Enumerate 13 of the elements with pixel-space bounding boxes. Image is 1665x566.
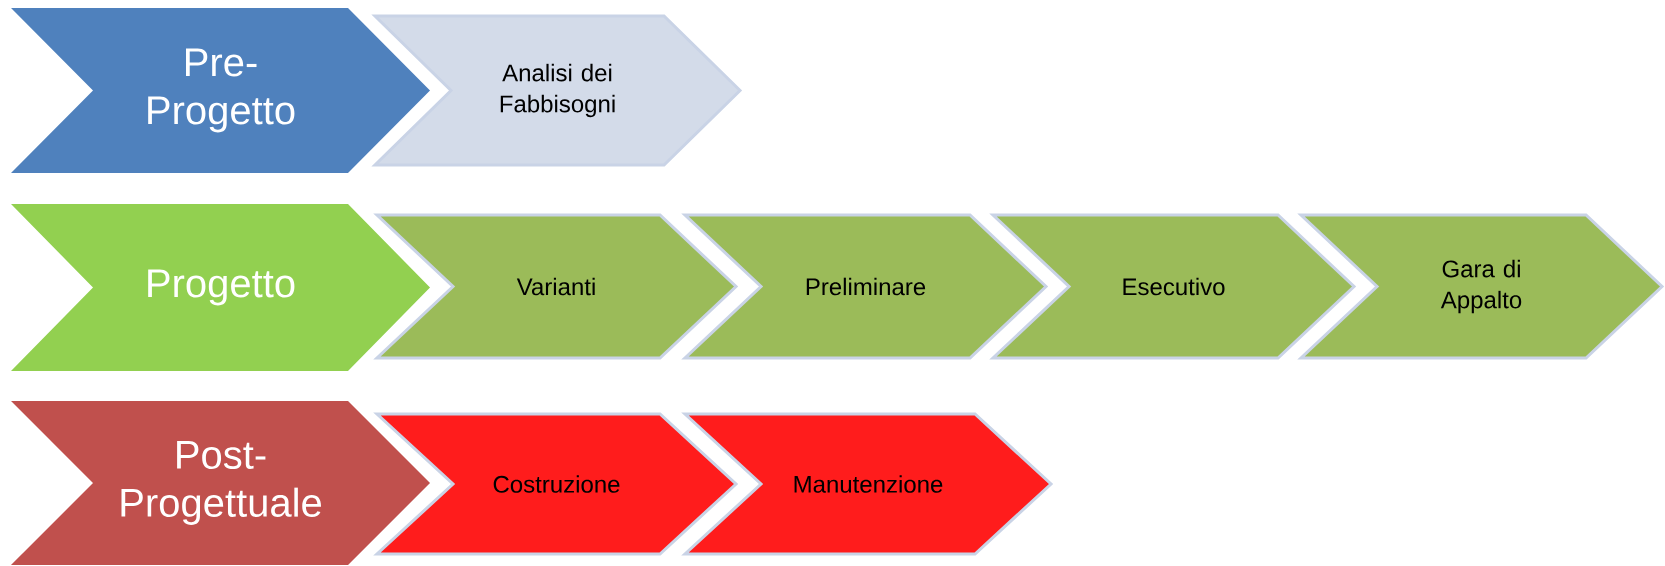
phase-block: Post- Progettuale [11,401,430,565]
step-block: Analisi dei Fabbisogni [371,14,743,167]
step-block: Gara di Appalto [1297,213,1665,360]
phase-block: Progetto [11,204,430,371]
node-label: Costruzione [493,475,620,493]
step-block: Preliminare [681,213,1049,360]
step-block: Costruzione [373,412,739,556]
step-block: Esecutivo [989,213,1357,360]
node-label: Manutenzione [794,475,943,493]
step-block: Varianti [373,213,739,360]
node-label: Gara di Appalto [1440,259,1522,314]
phase-block: Pre- Progetto [11,8,430,173]
step-block: Manutenzione [681,412,1054,556]
